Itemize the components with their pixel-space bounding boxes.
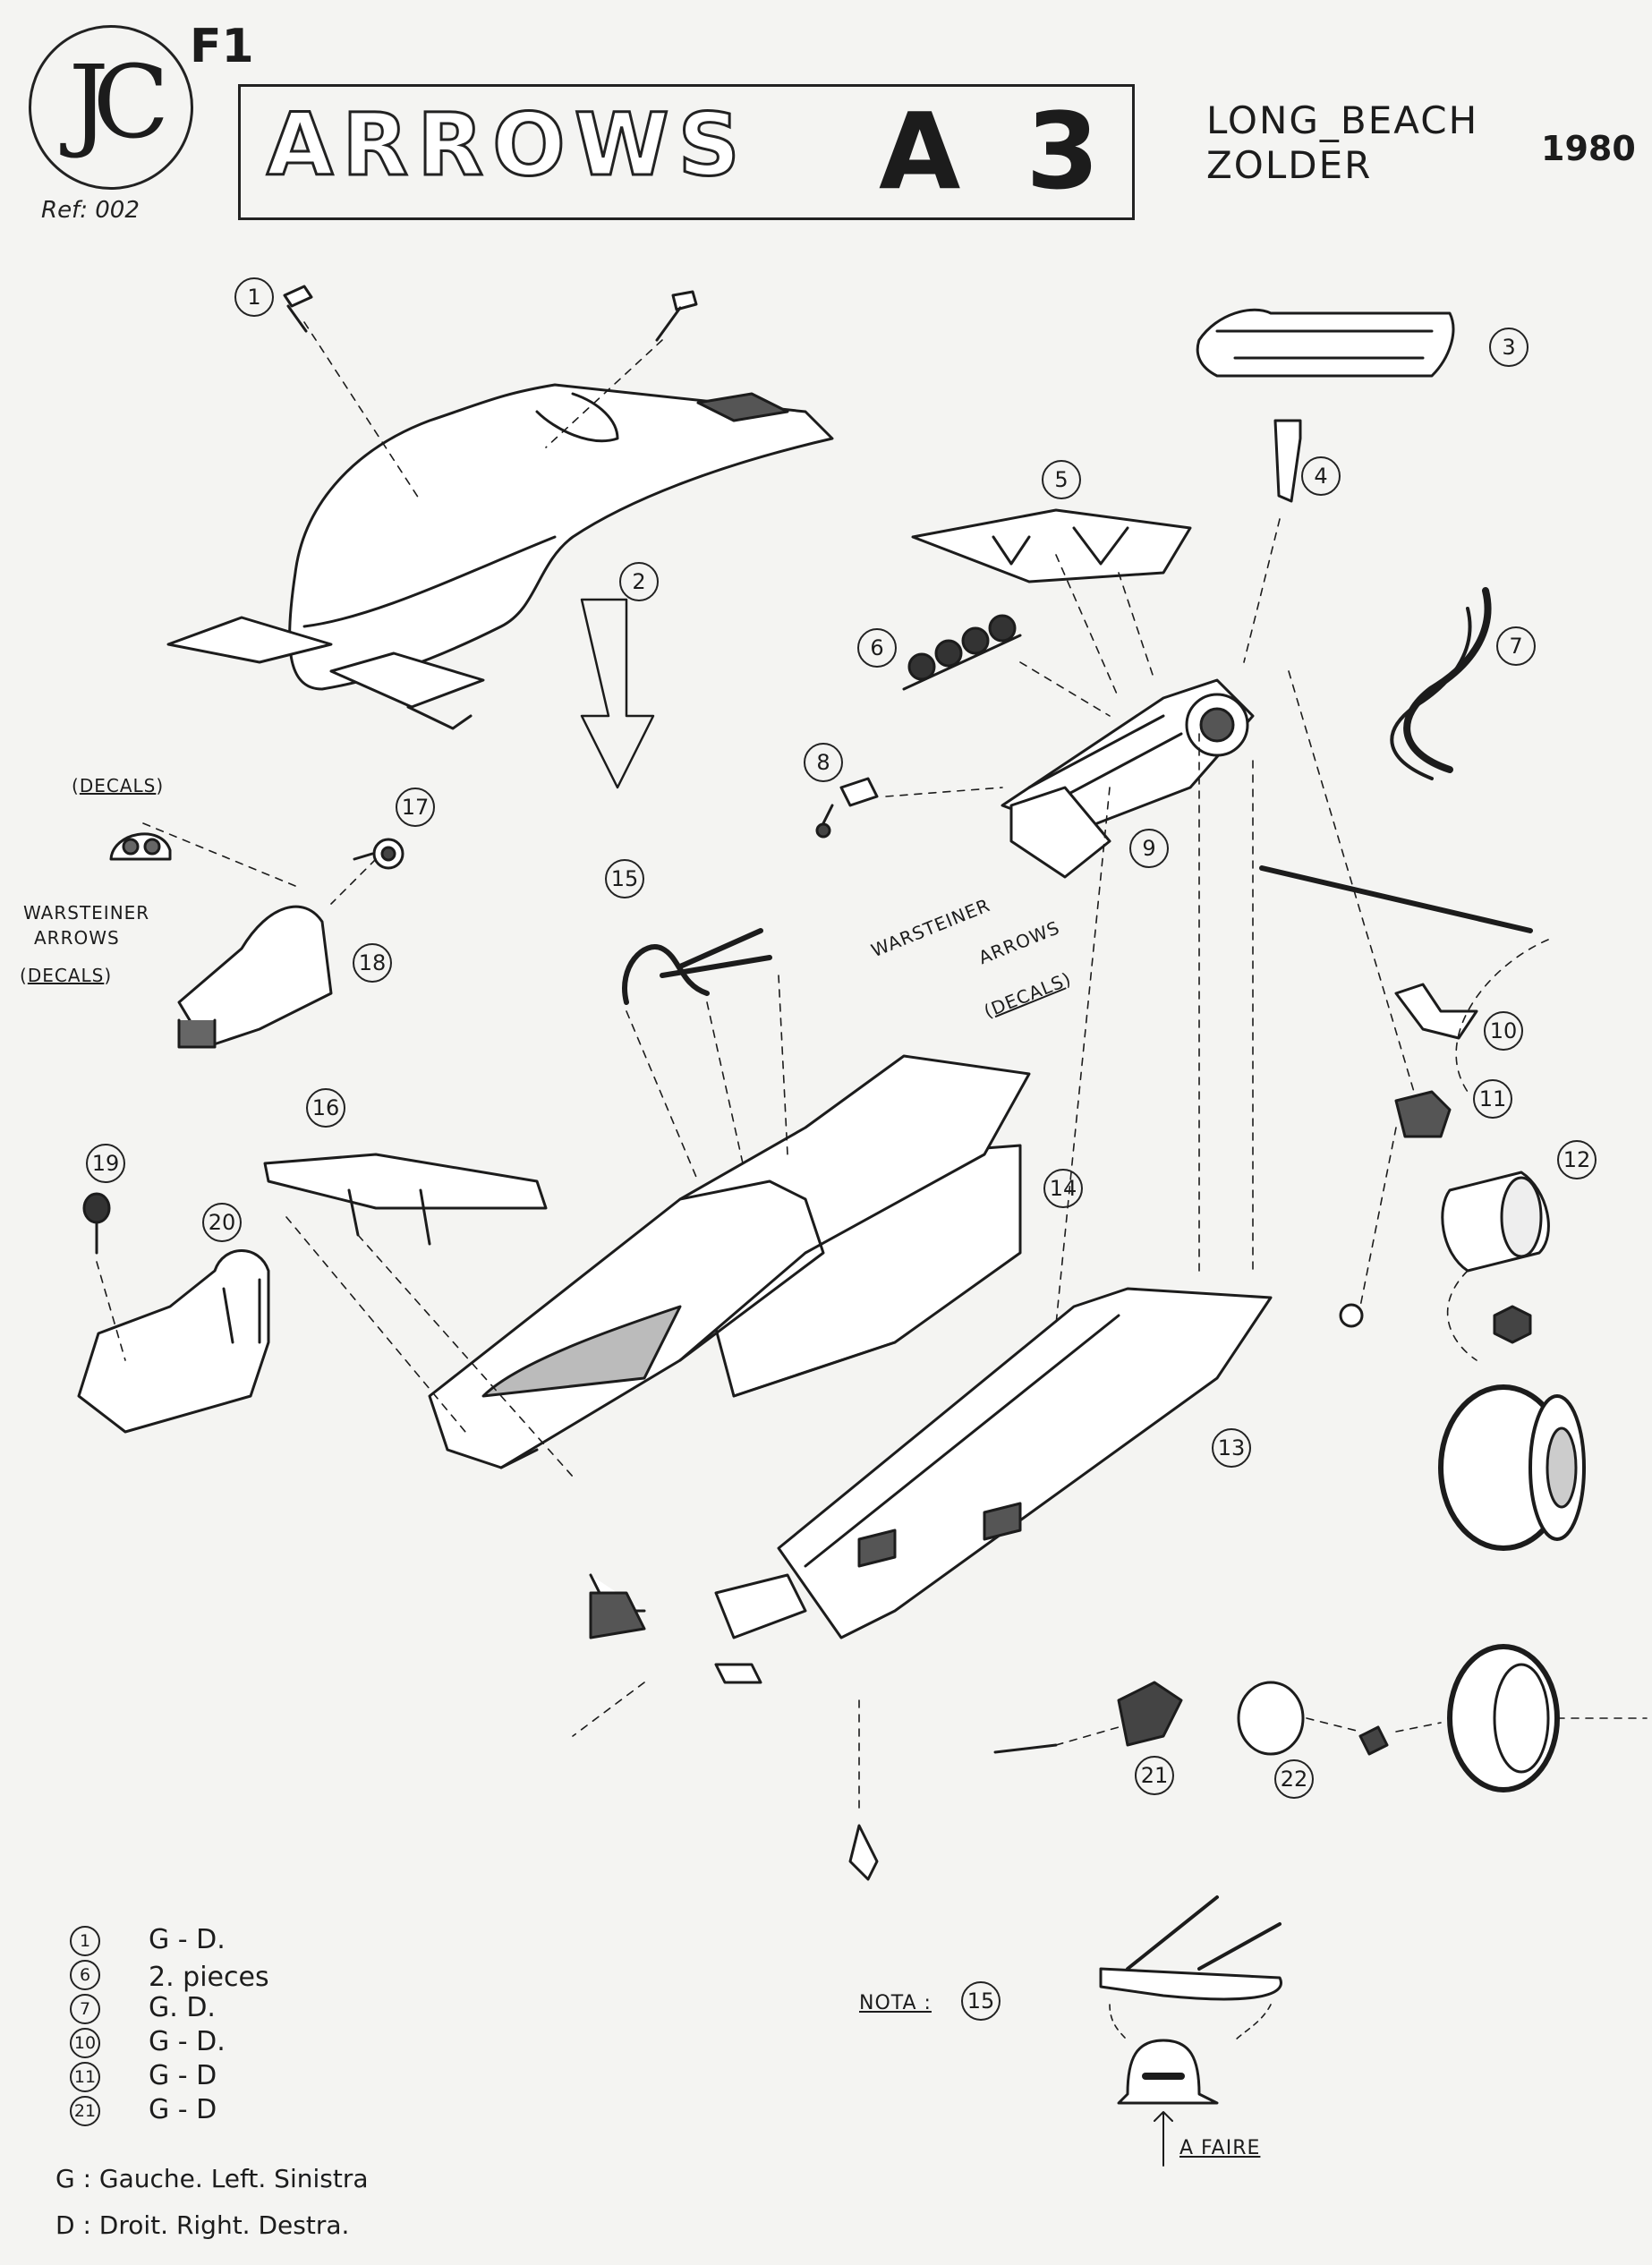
legend-text-10: G - D.	[149, 2026, 226, 2057]
legend-text-11: G - D	[149, 2060, 217, 2091]
assembly-guide-lines	[96, 321, 1648, 1809]
callout-10: 10	[1484, 1011, 1523, 1051]
reference-number: Ref: 002	[41, 197, 140, 224]
part-20-seat	[77, 1249, 270, 1434]
category-label: F1	[190, 20, 254, 73]
legend-key-droit: D : Droit. Right. Destra.	[55, 2210, 350, 2240]
part-12-wheel	[1438, 1171, 1586, 1551]
callout-16: 16	[306, 1088, 345, 1128]
callout-6: 6	[857, 628, 897, 668]
arrows-label-left: ARROWS	[34, 927, 120, 949]
screw	[848, 1824, 879, 1881]
nota-detail	[1099, 1895, 1282, 2167]
part-10-11	[1394, 983, 1478, 1138]
title-box	[238, 84, 1135, 220]
rod	[1259, 865, 1533, 933]
part-5-frame	[911, 508, 1192, 583]
callout-17: 17	[396, 788, 435, 827]
part-8-linkage	[815, 777, 879, 839]
legend-num-1: 1	[70, 1926, 100, 1956]
decals-label-top: (DECALS)	[72, 775, 165, 796]
legend-num-7: 7	[70, 1994, 100, 2024]
legend-num-21: 21	[70, 2096, 100, 2126]
part-1-mirrors	[283, 285, 698, 342]
legend-num-10: 10	[70, 2028, 100, 2058]
part-13-floor	[714, 1287, 1364, 1639]
callout-19: 19	[86, 1144, 125, 1183]
part-17-steering	[353, 838, 404, 870]
part-18-nose	[177, 905, 333, 1049]
year: 1980	[1541, 129, 1636, 168]
callout-5: 5	[1042, 460, 1081, 499]
decals-text: DECALS	[27, 965, 105, 986]
part-6-trumpets	[902, 614, 1022, 691]
nota-label: NOTA :	[859, 1992, 932, 2014]
part-19-knob	[82, 1192, 111, 1255]
nota-callout-15: 15	[961, 1981, 1001, 2021]
part-3-rear-wing	[1196, 308, 1455, 378]
warsteiner-label-left: WARSTEINER	[23, 902, 150, 924]
callout-4: 4	[1301, 456, 1341, 496]
main-tub	[428, 1054, 1031, 1469]
legend-num-6: 6	[70, 1960, 100, 1990]
part-4-wing-mount	[1273, 419, 1302, 503]
front-bracket	[589, 1591, 646, 1639]
legend-text-6: 2. pieces	[149, 1962, 269, 1993]
callout-14: 14	[1043, 1169, 1083, 1208]
part-2-body	[166, 383, 834, 730]
model-variant: A 3	[879, 89, 1114, 213]
part-9-engine	[1001, 678, 1255, 879]
model-name: ARROWS	[266, 94, 749, 197]
part-7-exhaust	[1390, 587, 1492, 780]
callout-8: 8	[804, 743, 843, 782]
legend-text-21: G - D	[149, 2094, 217, 2125]
callout-11: 11	[1473, 1079, 1512, 1119]
callout-20: 20	[202, 1203, 242, 1242]
jc-logo: JC	[29, 25, 193, 190]
nota-action: A FAIRE	[1179, 2137, 1261, 2159]
callout-3: 3	[1489, 328, 1529, 367]
callout-15: 15	[605, 859, 644, 898]
logo-text: JC	[68, 45, 170, 161]
callout-1: 1	[234, 277, 274, 317]
legend-num-11: 11	[70, 2062, 100, 2092]
callout-21: 21	[1135, 1756, 1174, 1795]
part-16-bulkhead	[263, 1153, 548, 1246]
callout-18: 18	[353, 943, 392, 983]
callout-12: 12	[1557, 1140, 1597, 1179]
legend-key-gauche: G : Gauche. Left. Sinistra	[55, 2164, 369, 2193]
part-21-22	[993, 1644, 1560, 1792]
race-long-beach: LONG_BEACH	[1206, 98, 1479, 142]
callout-22: 22	[1274, 1759, 1314, 1799]
race-zolder: ZOLDER	[1206, 143, 1373, 187]
decals-label-left: (DECALS)	[20, 965, 113, 986]
assembly-arrow	[580, 598, 655, 789]
decal-disc	[109, 832, 172, 861]
legend-text-7: G. D.	[149, 1992, 216, 2023]
decals-text: DECALS	[79, 775, 157, 796]
callout-9: 9	[1129, 829, 1169, 868]
callout-7: 7	[1496, 626, 1536, 666]
legend-text-1: G - D.	[149, 1924, 226, 1955]
callout-13: 13	[1212, 1428, 1251, 1468]
part-15-rollbar	[622, 928, 772, 1005]
callout-2: 2	[619, 562, 659, 601]
